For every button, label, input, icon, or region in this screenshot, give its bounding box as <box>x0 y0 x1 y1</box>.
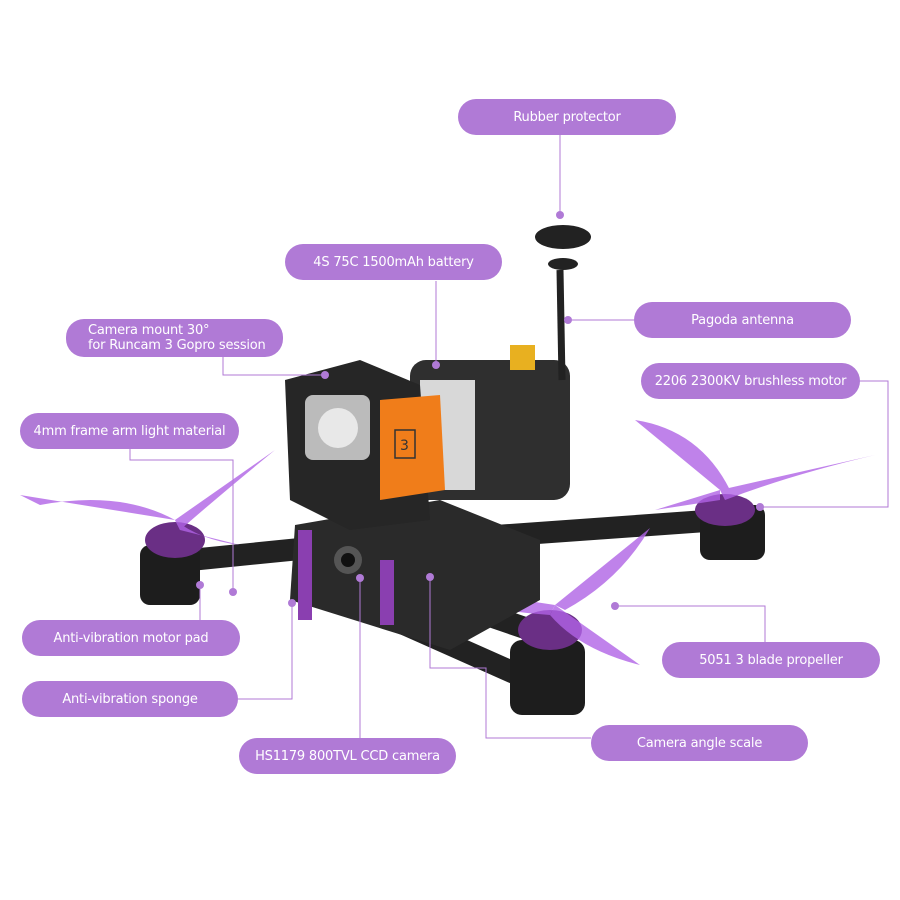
label-camera-angle: Camera angle scale <box>591 725 808 761</box>
label-brushless-motor: 2206 2300KV brushless motor <box>641 363 860 399</box>
leader-dots <box>196 211 764 610</box>
motors <box>140 494 765 715</box>
label-pagoda-antenna: Pagoda antenna <box>634 302 851 338</box>
label-rubber-protector: Rubber protector <box>458 99 676 135</box>
label-camera-mount: Camera mount 30° for Runcam 3 Gopro sess… <box>66 319 283 357</box>
frame-body: 3 <box>285 225 591 650</box>
label-motor-pad: Anti-vibration motor pad <box>22 620 240 656</box>
leader-lines <box>129 135 889 739</box>
camera-mount-line1: Camera mount 30° <box>88 323 210 338</box>
battery-logo: 3 <box>400 438 409 454</box>
label-battery: 4S 75C 1500mAh battery <box>285 244 502 280</box>
label-propeller: 5051 3 blade propeller <box>662 642 880 678</box>
label-ccd-camera: HS1179 800TVL CCD camera <box>239 738 456 774</box>
label-frame-arm: 4mm frame arm light material <box>20 413 239 449</box>
label-sponge: Anti-vibration sponge <box>22 681 238 717</box>
camera-mount-line2: for Runcam 3 Gopro session <box>88 338 266 353</box>
